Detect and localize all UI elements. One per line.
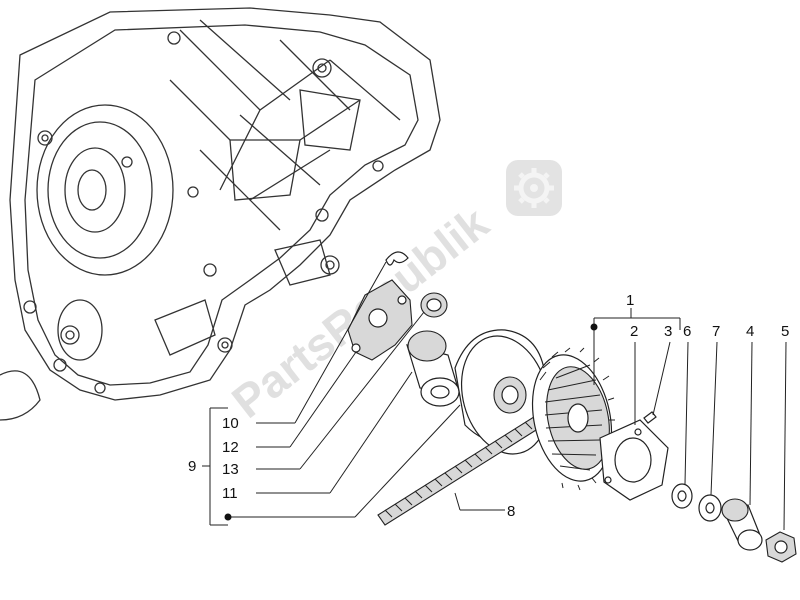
part-11-spacer-sleeve bbox=[406, 330, 461, 407]
callout-labels: 1 2 3 4 5 6 7 8 9 10 11 12 13 bbox=[188, 292, 789, 520]
callout-1: 1 bbox=[626, 292, 634, 309]
callout-12: 12 bbox=[222, 439, 239, 456]
crankcase-housing bbox=[0, 7, 441, 421]
callout-5: 5 bbox=[781, 323, 789, 340]
callout-8: 8 bbox=[507, 503, 515, 520]
callout-3: 3 bbox=[664, 323, 672, 340]
part-13-bushing bbox=[420, 292, 448, 318]
bolt-holes bbox=[23, 31, 384, 394]
part-3-screw bbox=[643, 411, 657, 424]
part-2-cover-plate bbox=[599, 419, 669, 501]
leader-lines bbox=[202, 261, 787, 531]
callout-13: 13 bbox=[222, 461, 239, 478]
callout-10: 10 bbox=[222, 415, 239, 432]
callout-4: 4 bbox=[746, 323, 754, 340]
part-7-washer bbox=[698, 494, 722, 522]
part-8-drive-belt bbox=[377, 409, 553, 526]
callout-2: 2 bbox=[630, 323, 638, 340]
callout-11: 11 bbox=[222, 485, 238, 502]
callout-6: 6 bbox=[683, 323, 691, 340]
part-5-nut bbox=[765, 531, 797, 563]
callout-7: 7 bbox=[712, 323, 720, 340]
bullet-dot-9 bbox=[224, 513, 232, 521]
part-6-washer bbox=[671, 483, 693, 509]
callout-9: 9 bbox=[188, 458, 196, 475]
bullet-dot-1 bbox=[590, 323, 598, 331]
part-4-sleeve bbox=[721, 498, 763, 551]
gear-icon bbox=[506, 160, 562, 216]
part-10-clip bbox=[385, 251, 409, 266]
part-1-fan-assembly bbox=[531, 347, 615, 491]
